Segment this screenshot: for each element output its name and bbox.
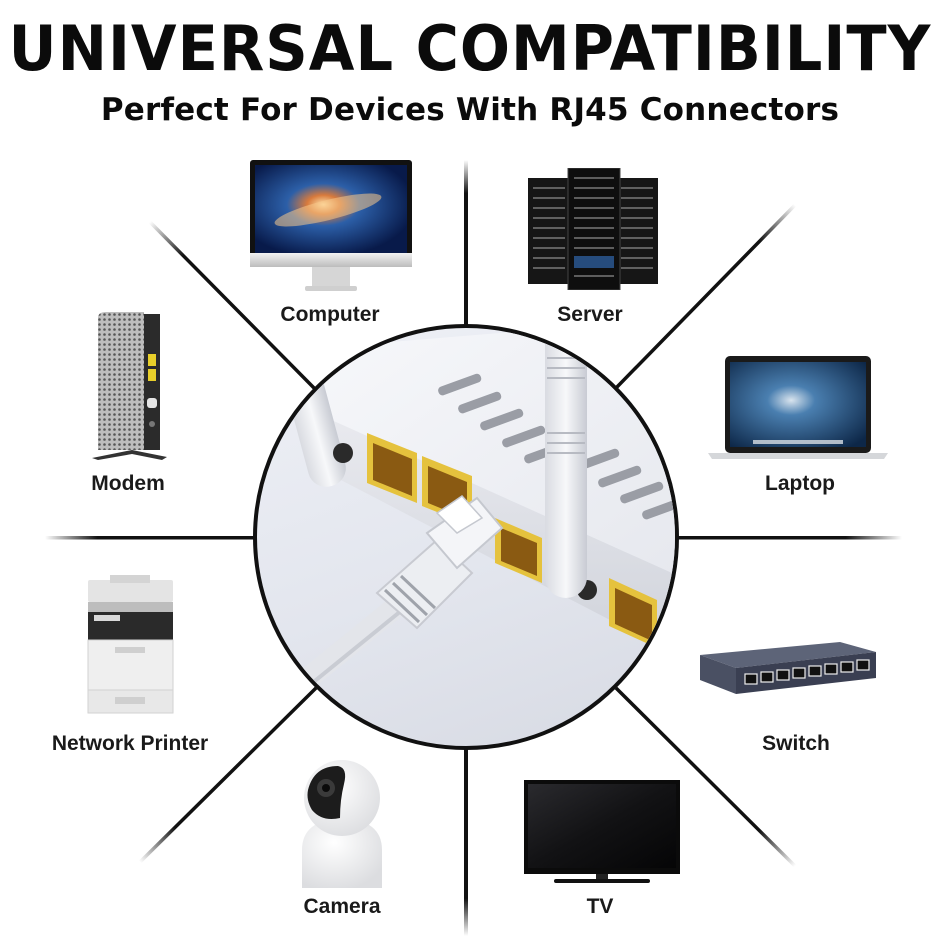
spoke-lower-left xyxy=(138,686,318,864)
spoke-lower-right xyxy=(614,686,797,868)
label-camera: Camera xyxy=(303,895,381,918)
server-rack-icon xyxy=(528,167,658,291)
label-network-printer: Network Printer xyxy=(51,732,209,755)
device-camera xyxy=(300,760,384,893)
spoke-right xyxy=(677,536,902,540)
label-modem: Modem xyxy=(91,472,165,495)
device-modem xyxy=(92,312,170,465)
spoke-upper-right xyxy=(614,203,797,390)
modem-icon xyxy=(92,312,167,460)
device-tv xyxy=(524,780,680,890)
spoke-top xyxy=(464,160,468,326)
tv-icon xyxy=(524,780,680,883)
desktop-monitor-icon xyxy=(250,160,412,291)
device-laptop xyxy=(708,356,888,465)
device-switch xyxy=(700,640,878,703)
security-camera-icon xyxy=(302,760,382,888)
label-computer: Computer xyxy=(280,303,380,326)
spoke-left xyxy=(45,536,255,540)
spoke-upper-left xyxy=(148,220,318,392)
network-switch-icon xyxy=(700,642,876,694)
label-server: Server xyxy=(557,303,623,326)
label-switch: Switch xyxy=(762,732,830,755)
label-tv: TV xyxy=(586,895,614,918)
device-network-printer xyxy=(80,575,177,720)
device-server xyxy=(528,167,658,295)
label-laptop: Laptop xyxy=(765,472,835,495)
page-title: UNIVERSAL COMPATIBILITY xyxy=(8,11,932,86)
router-with-cable-icon xyxy=(257,328,675,735)
page-subtitle: Perfect For Devices With RJ45 Connectors xyxy=(100,92,840,128)
laptop-icon xyxy=(708,356,888,459)
spoke-bottom xyxy=(464,748,468,936)
router-hub-image xyxy=(253,324,679,750)
device-computer xyxy=(250,160,412,300)
printer-icon xyxy=(87,575,174,714)
